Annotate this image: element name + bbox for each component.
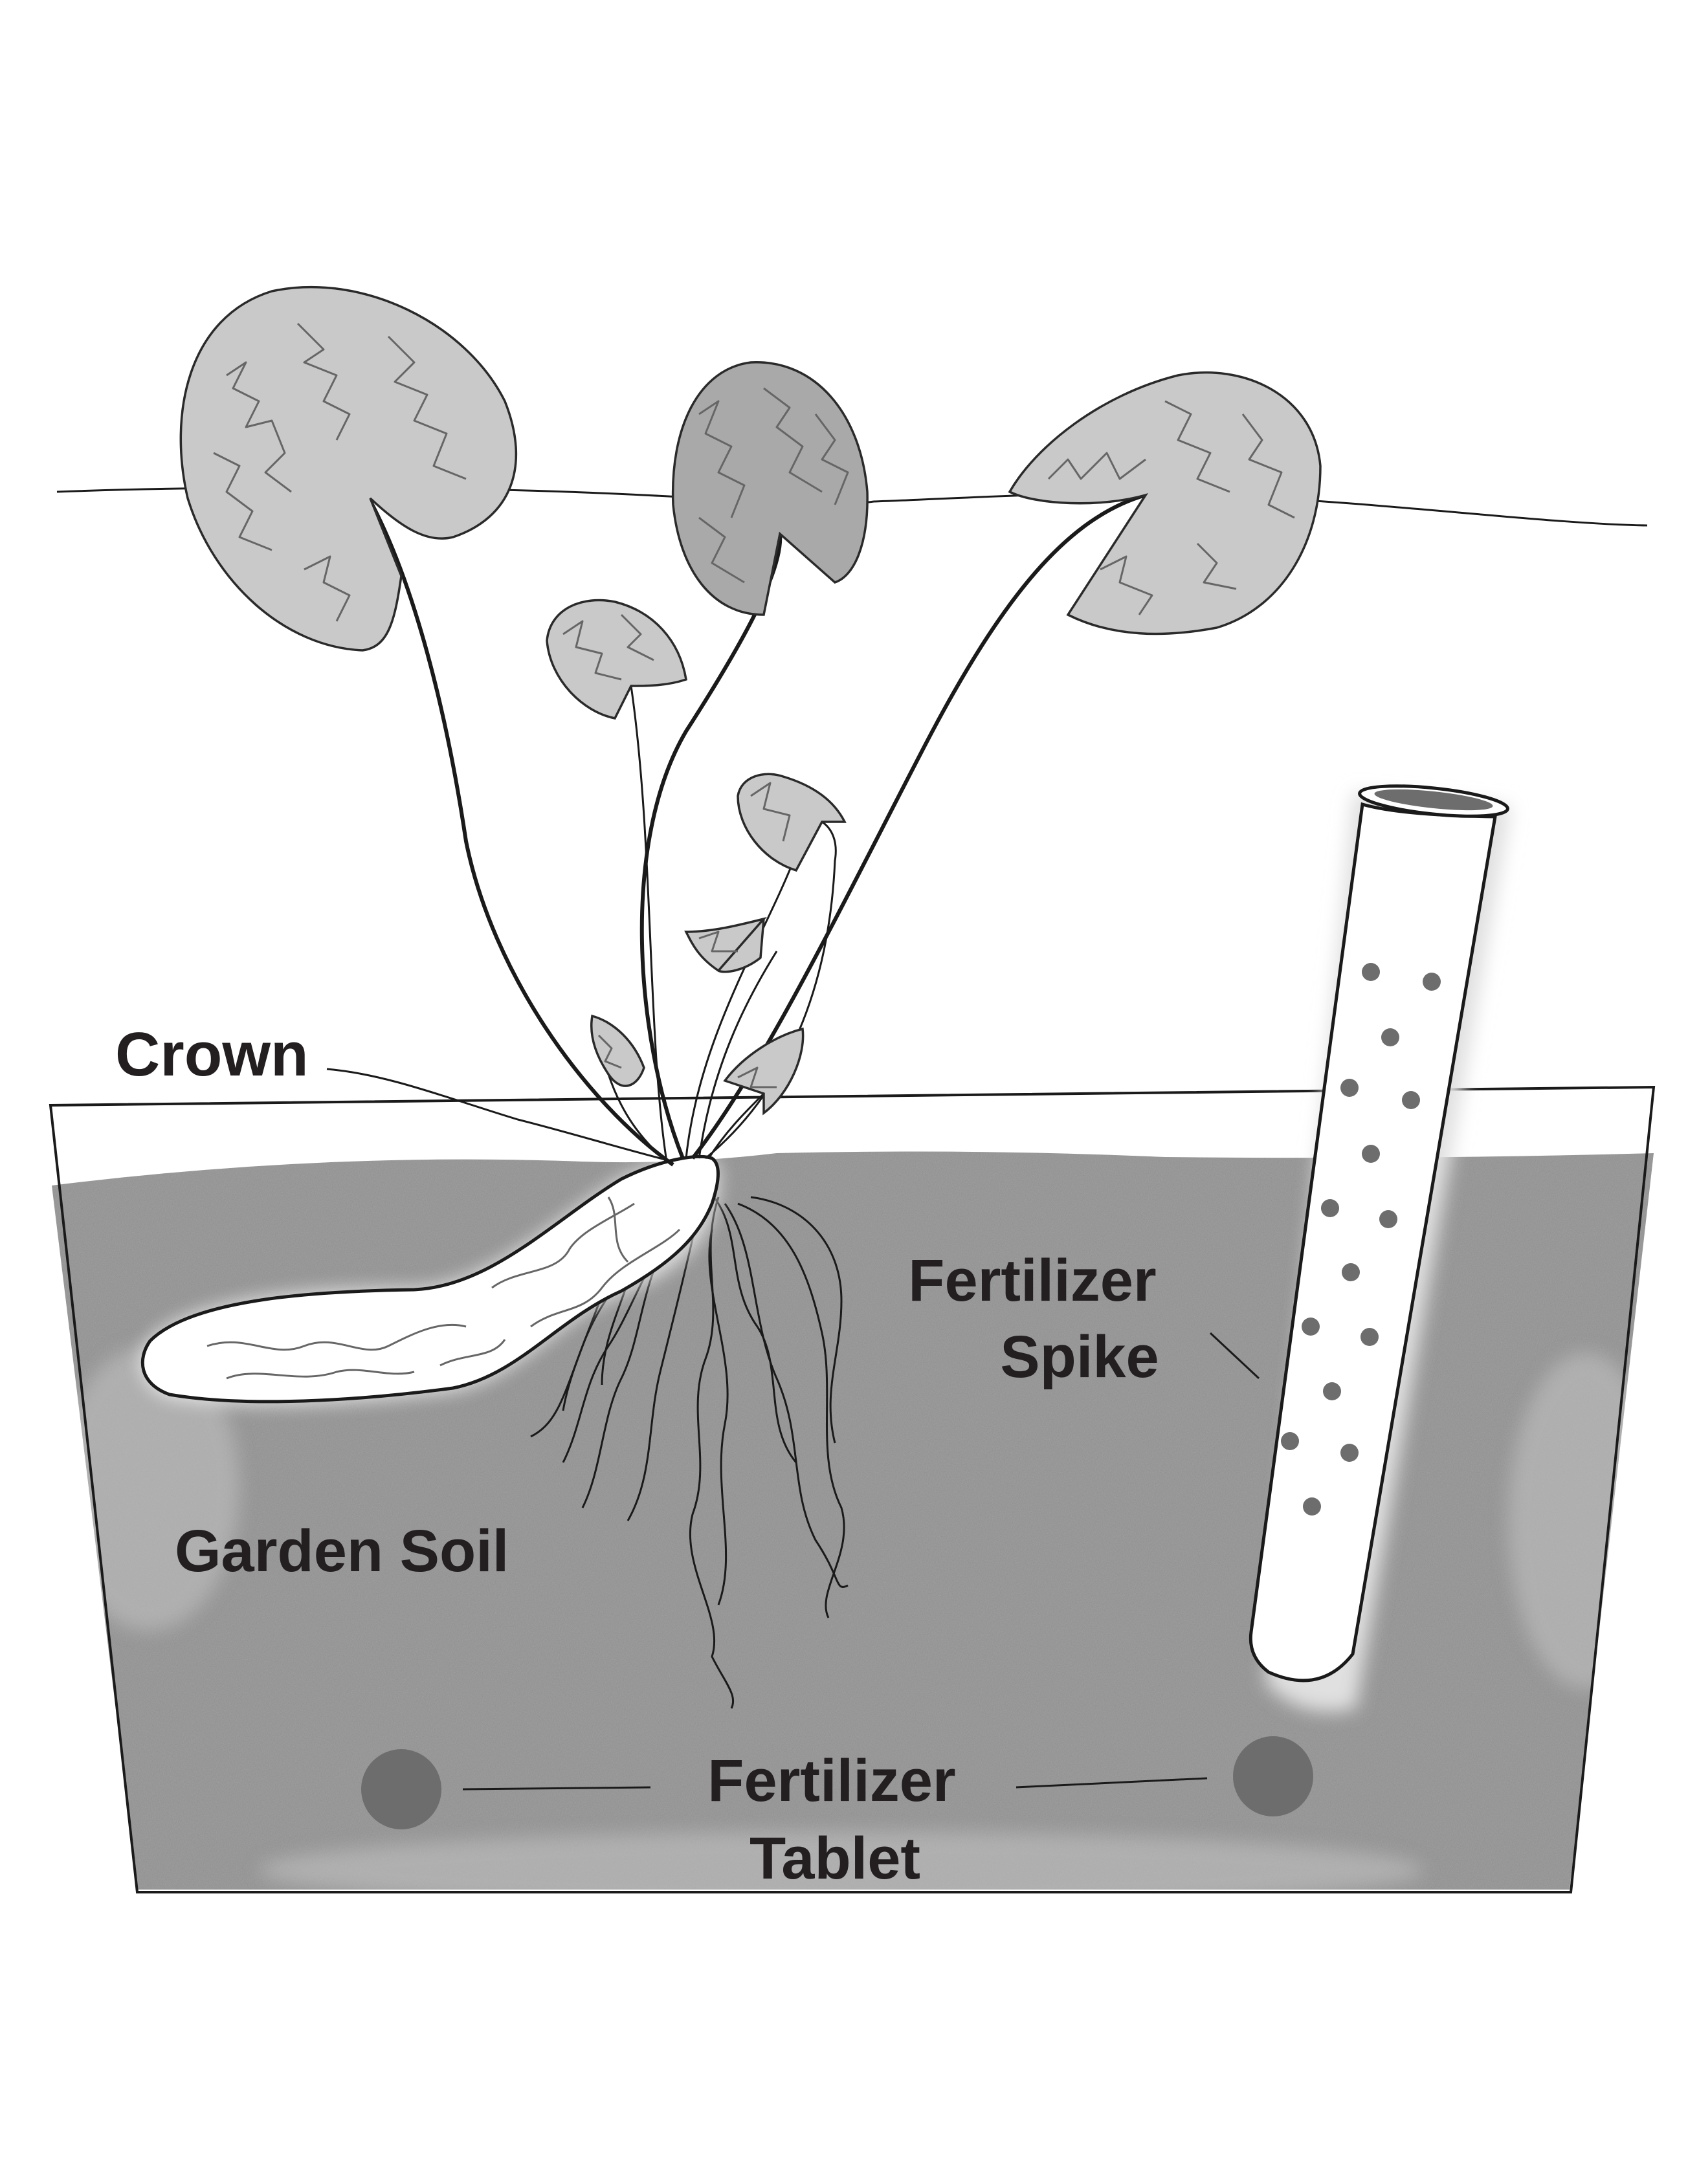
rhizome bbox=[140, 1154, 720, 1405]
fertilizer-tablet-right bbox=[1233, 1736, 1313, 1816]
small-stems bbox=[607, 685, 837, 1163]
spike-leader-line bbox=[1209, 1332, 1260, 1380]
crown-leader-line bbox=[326, 1068, 674, 1163]
fertilizer-tablet-label-line1: Fertilizer bbox=[707, 1748, 955, 1814]
lily-pad-small-5 bbox=[723, 1027, 805, 1116]
lily-pad-right bbox=[1008, 371, 1322, 635]
crown-label: Crown bbox=[115, 1020, 309, 1089]
lily-pad-left bbox=[179, 285, 518, 652]
lily-pad-small-3 bbox=[684, 916, 767, 973]
pot-outline bbox=[49, 1085, 1656, 1893]
lily-pad-center bbox=[671, 361, 869, 616]
tablet-leader-line-left bbox=[462, 1786, 651, 1791]
lily-pad-small-1 bbox=[546, 599, 687, 720]
fertilizer-spike bbox=[1249, 784, 1509, 1682]
spike-dots bbox=[1281, 963, 1441, 1516]
fertilizer-tablet-left bbox=[361, 1749, 441, 1829]
roots bbox=[530, 1189, 849, 1709]
lily-pad-small-4 bbox=[590, 1014, 645, 1087]
fertilizer-spike-label-line2: Spike bbox=[1000, 1324, 1159, 1390]
garden-soil-label: Garden Soil bbox=[175, 1518, 509, 1584]
lily-pad-small-2 bbox=[737, 773, 847, 872]
fertilizer-tablet-label-line2: Tablet bbox=[750, 1826, 920, 1892]
fertilizer-spike-label-line1: Fertilizer bbox=[908, 1248, 1156, 1314]
tablet-leader-line-right bbox=[1016, 1777, 1208, 1789]
